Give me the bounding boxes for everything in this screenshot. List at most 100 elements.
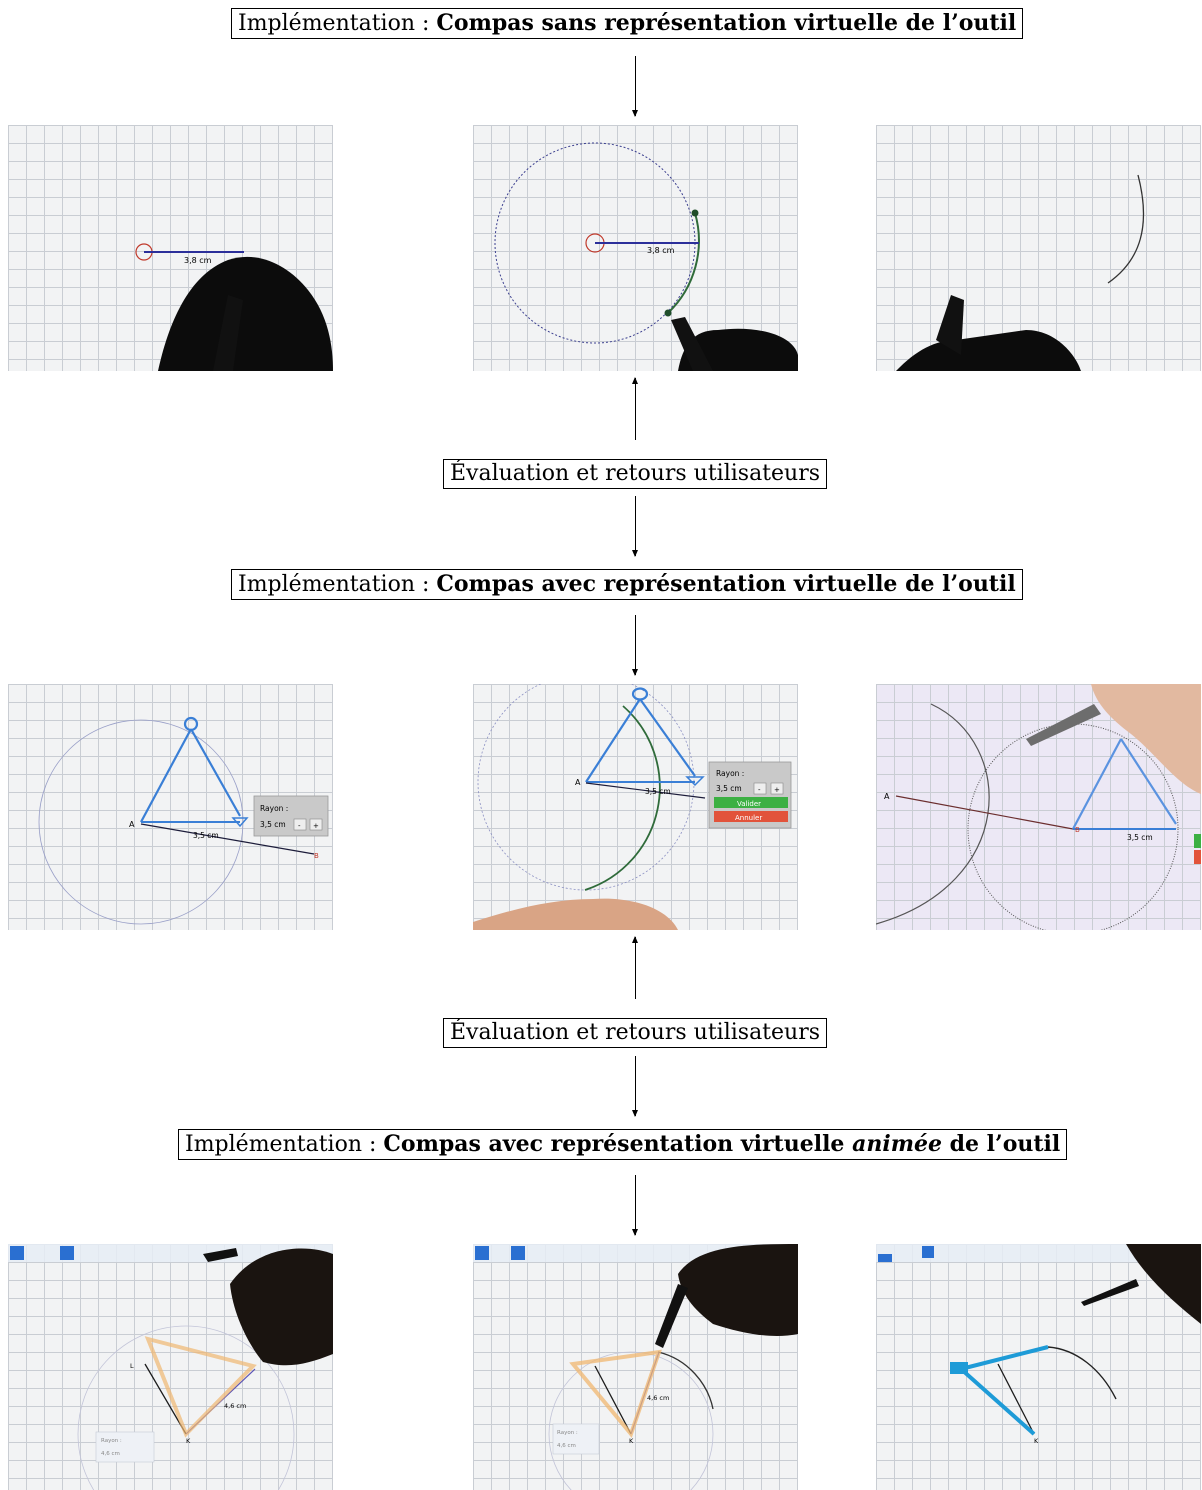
point-a-label: A [129,820,135,829]
step3-title-a: Compas avec représentation virtuelle [383,1131,852,1157]
hand-silhouette [158,257,333,371]
step3-title-b: de l’outil [942,1131,1060,1157]
plus-label: + [774,786,780,794]
step1-implementation-box: Implémentation : Compas sans représentat… [231,8,1023,39]
radius-label: 3,8 cm [647,246,675,255]
arrow-down-1 [635,56,636,116]
toolbar-active-tab [475,1246,489,1260]
point-k-label: K [629,1437,634,1445]
measure-label: 3,5 cm [645,787,671,796]
panel-value: 4,6 cm [557,1443,576,1449]
photo-1b-drawing: 3,8 cm [473,125,798,371]
hand-silhouette [896,330,1081,371]
photo-2b-drawing: 3,5 cm A Rayon : 3,5 cm - + Valider Annu… [473,684,798,930]
arrow-down-3 [635,615,636,675]
evaluation-box-2: Évaluation et retours utilisateurs [443,1018,827,1048]
toolbar-selected-tool [60,1246,74,1260]
pen-silhouette [655,1284,688,1348]
segment-lk [998,1364,1034,1434]
measure-label: 3,5 cm [193,831,219,840]
step2-implementation-box: Implémentation : Compas avec représentat… [231,569,1023,600]
compass-body [141,729,240,822]
point-b-label: B [314,852,319,860]
photo-3c: K [876,1244,1201,1490]
panel-edge-green [1194,834,1201,848]
radius-label: 3,8 cm [184,256,212,265]
photo-3c-drawing: K [876,1244,1201,1490]
toolbar-active-tab [878,1254,892,1262]
hand-silhouette [678,1244,798,1336]
point-a-label: A [575,778,581,787]
photo-3a: 4,6 cm K L Rayon : 4,6 cm [8,1244,333,1490]
segment-ab [896,796,1073,829]
toolbar-selected-tool [511,1246,525,1260]
drawn-arc [1048,1347,1116,1399]
drawn-arc [585,706,660,890]
pen-silhouette [1026,704,1101,746]
step3-prefix: Implémentation : [185,1132,383,1157]
compass-arm-lower [961,1369,1034,1434]
step3-title-em: animée [852,1131,942,1157]
panel-value: 4,6 cm [101,1451,120,1457]
evaluation-label-1: Évaluation et retours utilisateurs [450,461,820,486]
pen-silhouette [203,1248,238,1262]
arrow-up-2 [635,937,636,999]
evaluation-box-1: Évaluation et retours utilisateurs [443,459,827,489]
photo-1a: 3,8 cm [8,125,333,371]
photo-1c [876,125,1201,371]
faint-circle [549,1352,713,1490]
measure-label: 3,5 cm [1127,833,1153,842]
photo-2a: 3,5 cm A B Rayon : 3,5 cm - + [8,684,333,930]
radius-panel [553,1424,599,1454]
point-a-label: A [884,792,890,801]
panel-title: Rayon : [557,1430,578,1436]
point-k-label: K [186,1437,191,1445]
panel-edge-red [1194,850,1201,864]
compass-grip [950,1362,968,1374]
step3-implementation-box: Implémentation : Compas avec représentat… [178,1129,1067,1160]
arrow-down-2 [635,496,636,556]
compass-virtual [573,1352,659,1434]
step2-title: Compas avec représentation virtuelle de … [436,571,1015,597]
photo-1c-drawing [876,125,1201,371]
hand-silhouette [230,1248,333,1365]
evaluation-label-2: Évaluation et retours utilisateurs [450,1020,820,1045]
photo-2b: 3,5 cm A Rayon : 3,5 cm - + Valider Annu… [473,684,798,930]
step2-prefix: Implémentation : [238,572,436,597]
toolbar-active-tab [10,1246,24,1260]
hand-silhouette [473,899,678,930]
measure-label: 4,6 cm [224,1402,246,1410]
compass-handle [185,718,197,730]
arc-end-dot [665,310,672,317]
compass-body [586,699,695,782]
validate-label: Valider [737,800,761,808]
photo-3b-drawing: 4,6 cm K Rayon : 4,6 cm [473,1244,798,1490]
photo-3b: 4,6 cm K Rayon : 4,6 cm [473,1244,798,1490]
panel-title: Rayon : [716,769,744,778]
arrow-down-5 [635,1175,636,1235]
drawn-arc [1108,175,1144,283]
toolbar-selected-tool [922,1246,934,1258]
photo-1a-drawing: 3,8 cm [8,125,333,371]
radius-panel [96,1432,154,1462]
photo-3a-drawing: 4,6 cm K L Rayon : 4,6 cm [8,1244,333,1490]
point-l-label: L [130,1362,134,1370]
photo-2c-drawing: 3,5 cm A B [876,684,1201,930]
measure-label: 4,6 cm [647,1394,669,1402]
panel-value: 3,5 cm [716,784,742,793]
compass-arm-upper [961,1347,1048,1369]
point-k-label: K [1034,1437,1039,1445]
panel-value: 3,5 cm [260,820,286,829]
panel-title: Rayon : [101,1438,122,1444]
photo-1b: 3,8 cm [473,125,798,371]
arc-start-dot [692,210,699,217]
plus-label: + [313,822,319,830]
panel-title: Rayon : [260,804,288,813]
photo-2a-drawing: 3,5 cm A B Rayon : 3,5 cm - + [8,684,333,930]
previous-arc [876,704,989,924]
pen-silhouette [1081,1279,1139,1306]
arrow-down-4 [635,1056,636,1116]
cancel-label: Annuler [735,814,762,822]
step1-prefix: Implémentation : [238,11,436,36]
step1-title: Compas sans représentation virtuelle de … [436,10,1016,36]
